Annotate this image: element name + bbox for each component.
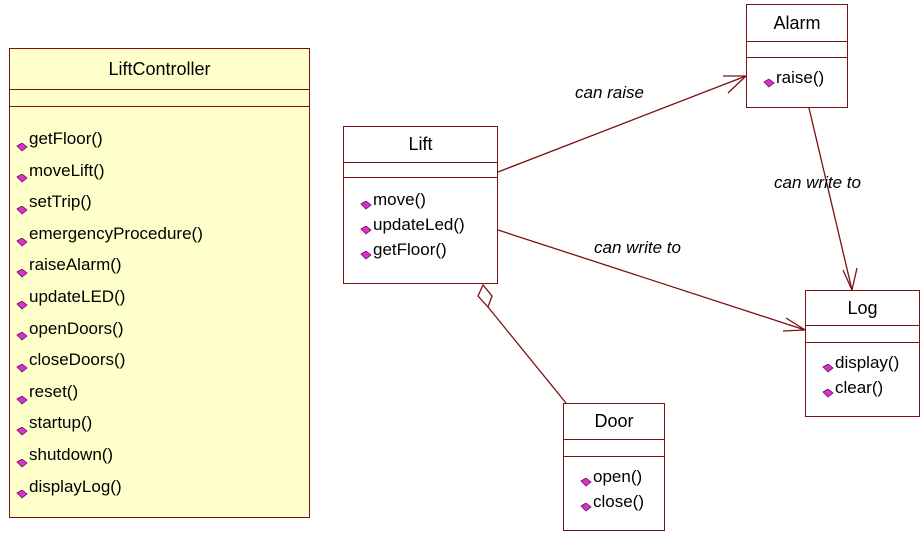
- operation-item[interactable]: move(): [360, 187, 497, 212]
- class-name: Alarm: [747, 5, 847, 42]
- operation-label: moveLift(): [29, 160, 105, 180]
- attribute-compartment: [806, 326, 919, 343]
- operation-list: open() close(): [564, 457, 664, 514]
- attribute-compartment: [344, 163, 497, 178]
- operation-label: displayLog(): [29, 476, 122, 496]
- operation-label: getFloor(): [373, 240, 447, 259]
- operation-icon: [16, 132, 28, 152]
- operation-item[interactable]: reset(): [16, 376, 309, 408]
- operation-icon: [580, 495, 592, 512]
- operation-label: emergencyProcedure(): [29, 223, 203, 243]
- operation-item[interactable]: clear(): [822, 375, 919, 400]
- operation-item[interactable]: moveLift(): [16, 155, 309, 187]
- operation-label: open(): [593, 467, 643, 486]
- arrowhead-alarm: [723, 75, 748, 94]
- attribute-compartment: [747, 42, 847, 58]
- operation-icon: [822, 356, 834, 373]
- operation-item[interactable]: close(): [580, 489, 664, 514]
- operation-icon: [822, 381, 834, 398]
- class-alarm[interactable]: Alarm raise(): [746, 4, 848, 108]
- operation-label: clear(): [835, 378, 884, 397]
- operation-list: move() updateLed() getFloor(): [344, 178, 497, 262]
- operation-label: shutdown(): [29, 444, 114, 464]
- association-lift-alarm: [497, 75, 747, 173]
- operation-icon: [16, 321, 28, 341]
- operation-list: display() clear(): [806, 343, 919, 400]
- operation-item[interactable]: updateLED(): [16, 281, 309, 313]
- operation-icon: [360, 218, 372, 235]
- operation-icon: [16, 227, 28, 247]
- class-liftcontroller[interactable]: LiftController getFloor() moveLift() set…: [9, 48, 310, 518]
- operation-icon: [16, 448, 28, 468]
- operation-icon: [16, 479, 28, 499]
- attribute-compartment: [10, 90, 309, 107]
- operation-icon: [16, 353, 28, 373]
- operation-item[interactable]: startup(): [16, 407, 309, 439]
- class-lift[interactable]: Lift move() updateLed() getFloor(): [343, 126, 498, 284]
- operation-list: getFloor() moveLift() setTrip() emergenc…: [10, 107, 309, 502]
- operation-item[interactable]: displayLog(): [16, 471, 309, 503]
- operation-icon: [16, 195, 28, 215]
- operation-item[interactable]: updateLed(): [360, 212, 497, 237]
- association-lift-log: [497, 229, 806, 331]
- class-name: Log: [806, 291, 919, 326]
- label-can-raise: can raise: [575, 83, 644, 102]
- operation-label: updateLED(): [29, 286, 126, 306]
- operation-icon: [16, 290, 28, 310]
- operation-label: updateLed(): [373, 215, 465, 234]
- attribute-compartment: [564, 440, 664, 457]
- operation-icon: [16, 163, 28, 183]
- operation-list: raise(): [747, 58, 847, 90]
- operation-label: getFloor(): [29, 129, 103, 148]
- operation-label: raiseAlarm(): [29, 255, 122, 275]
- operation-item[interactable]: raiseAlarm(): [16, 249, 309, 281]
- operation-label: openDoors(): [29, 318, 124, 338]
- operation-item[interactable]: emergencyProcedure(): [16, 218, 309, 250]
- aggregation-lift-door: [487, 306, 567, 404]
- class-door[interactable]: Door open() close(): [563, 403, 665, 531]
- operation-icon: [580, 470, 592, 487]
- class-name: Lift: [344, 127, 497, 163]
- operation-item[interactable]: raise(): [763, 65, 847, 90]
- operation-item[interactable]: setTrip(): [16, 186, 309, 218]
- operation-item[interactable]: getFloor(): [16, 123, 309, 155]
- operation-label: raise(): [776, 68, 825, 87]
- aggregation-diamond: [477, 283, 493, 309]
- class-name: Door: [564, 404, 664, 440]
- operation-label: closeDoors(): [29, 350, 126, 370]
- operation-label: reset(): [29, 381, 79, 401]
- operation-item[interactable]: open(): [580, 464, 664, 489]
- operation-icon: [360, 243, 372, 260]
- class-log[interactable]: Log display() clear(): [805, 290, 920, 417]
- operation-item[interactable]: shutdown(): [16, 439, 309, 471]
- operation-item[interactable]: closeDoors(): [16, 344, 309, 376]
- operation-icon: [360, 193, 372, 210]
- operation-icon: [16, 258, 28, 278]
- association-alarm-log: [808, 107, 853, 291]
- operation-label: startup(): [29, 413, 93, 433]
- operation-label: display(): [835, 353, 900, 372]
- class-name: LiftController: [10, 49, 309, 90]
- operation-item[interactable]: display(): [822, 350, 919, 375]
- label-lift-log-can-write-to: can write to: [594, 238, 681, 257]
- operation-icon: [16, 416, 28, 436]
- operation-label: setTrip(): [29, 192, 92, 212]
- operation-item[interactable]: getFloor(): [360, 237, 497, 262]
- operation-icon: [16, 385, 28, 405]
- operation-item[interactable]: openDoors(): [16, 313, 309, 345]
- operation-icon: [763, 71, 775, 88]
- operation-label: move(): [373, 190, 426, 209]
- label-alarm-log-can-write-to: can write to: [774, 173, 861, 192]
- operation-label: close(): [593, 492, 645, 511]
